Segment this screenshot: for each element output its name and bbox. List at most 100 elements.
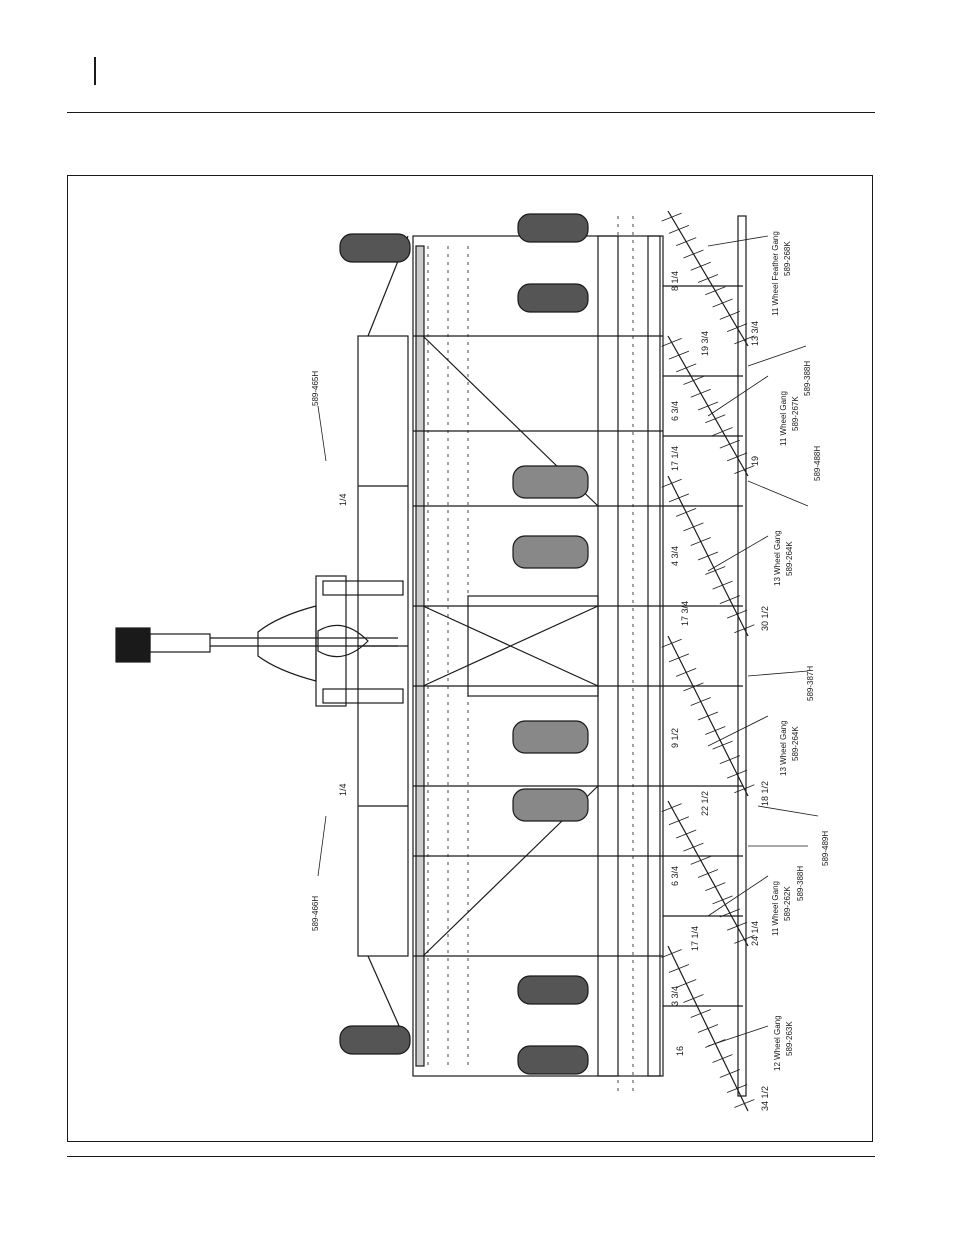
dim-label: 22 1/2	[700, 791, 710, 816]
disk-blade	[683, 994, 704, 1003]
disk-blade	[712, 580, 733, 590]
tires	[339, 213, 589, 1075]
disk-blade	[712, 427, 733, 436]
part-388h-bot: 589-388H	[796, 866, 805, 901]
main-frame	[357, 235, 664, 1077]
disk-blade	[690, 261, 711, 271]
disk-blade	[726, 452, 748, 462]
gang-11-bot-title: 11 Wheel Gang	[771, 881, 780, 936]
disk-blade	[661, 337, 682, 347]
part-387h: 589-387H	[806, 666, 815, 701]
dim-label: 9 1/2	[670, 728, 680, 748]
dim-label: 24 1/4	[750, 921, 760, 946]
page-marker	[94, 57, 96, 85]
implement-diagram-frame: 11 Wheel Feather Gang 589-268K 589-388H …	[67, 175, 873, 1142]
disk-blade	[683, 522, 704, 532]
part-388h-top: 589-388H	[803, 361, 812, 396]
leader-lines	[317, 235, 819, 1047]
disk-blade	[712, 895, 733, 905]
dim-label: 18 1/2	[760, 781, 770, 806]
disk-blade	[719, 908, 740, 918]
dim-label: 19 3/4	[700, 331, 710, 356]
disk-blade	[690, 537, 711, 546]
dim-label: 30 1/2	[760, 606, 770, 631]
disk-blade	[661, 638, 682, 648]
dim-label: 8 1/4	[670, 271, 680, 291]
disk-blade	[705, 566, 726, 575]
disk-blade	[668, 816, 690, 826]
disk-blade	[697, 1024, 719, 1033]
disk-blade	[697, 274, 719, 283]
disk-blade	[683, 842, 704, 852]
disk-blade	[719, 755, 740, 765]
disk-blade	[683, 249, 704, 259]
cross-bars	[663, 215, 747, 1097]
dim-label: 4 3/4	[670, 546, 680, 566]
shank-rows	[427, 216, 634, 1096]
disk-blade	[726, 769, 748, 779]
disk-blade	[734, 335, 755, 345]
disk-blade	[697, 711, 719, 721]
dim-label: 17 1/4	[670, 446, 680, 471]
disk-blade	[734, 1099, 755, 1108]
gang-13-bot-part: 589-264K	[791, 726, 800, 761]
disk-blade	[668, 225, 690, 234]
dim-label: 16	[675, 1046, 685, 1056]
feather-gang-title: 11 Wheel Feather Gang	[771, 231, 780, 316]
disk-blade	[726, 921, 748, 931]
dim-label: 1/4	[338, 783, 348, 796]
gang-11-top-title: 11 Wheel Gang	[779, 391, 788, 446]
part-489h: 589-489H	[821, 831, 830, 866]
disk-blade	[661, 212, 682, 222]
dim-label: 17 3/4	[680, 601, 690, 626]
disk-blade	[719, 439, 740, 449]
disk-blade	[726, 323, 748, 332]
part-466h: 589-466H	[311, 896, 320, 931]
implement-diagram: 11 Wheel Feather Gang 589-268K 589-388H …	[115, 210, 830, 1112]
disk-blade	[690, 388, 711, 398]
header-rule	[67, 112, 875, 113]
disk-blade	[726, 1084, 748, 1093]
dim-label: 34 1/2	[760, 1086, 770, 1111]
disk-blade	[705, 882, 726, 892]
disk-blade	[668, 653, 690, 663]
disk-blade	[690, 855, 711, 865]
disk-blade	[676, 979, 697, 988]
gang-12-part: 589-263K	[785, 1021, 794, 1056]
disk-blade	[734, 784, 755, 794]
disk-blade	[690, 697, 711, 706]
gang-11-top-part: 589-267K	[791, 396, 800, 431]
disk-blade	[676, 363, 697, 373]
dim-label: 19	[750, 456, 760, 466]
disk-blade	[697, 401, 719, 411]
dim-label: 13 3/4	[750, 321, 760, 346]
disk-blade	[683, 376, 704, 385]
disk-blade	[676, 667, 697, 677]
disk-blade	[661, 478, 682, 488]
feather-gang-part: 589-268K	[783, 241, 792, 276]
disk-blade	[705, 1039, 726, 1048]
disk-blade	[697, 869, 719, 878]
disk-blade	[705, 726, 726, 735]
disk-blade	[726, 609, 748, 619]
disk-blade	[661, 803, 682, 812]
dim-label: 6 3/4	[670, 866, 680, 886]
dim-label: 17 1/4	[690, 926, 700, 951]
disk-blade	[683, 682, 704, 692]
disk-blade	[668, 964, 690, 973]
gang-13-top-part: 589-264K	[785, 541, 794, 576]
disk-blade	[712, 740, 733, 750]
disk-blade	[661, 949, 682, 958]
part-488h: 589-488H	[813, 446, 822, 481]
disk-blade	[719, 595, 740, 605]
disk-blade	[668, 350, 690, 360]
disk-blade	[712, 1054, 733, 1063]
dim-label: 1/4	[338, 493, 348, 506]
gang-11-bot-part: 589-262K	[783, 886, 792, 921]
disk-blade	[734, 935, 755, 944]
disk-blade	[676, 507, 697, 517]
disk-blade	[676, 237, 697, 247]
disk-blade	[719, 1069, 740, 1078]
disk-blade	[705, 414, 726, 424]
hitch-assembly	[115, 575, 404, 707]
